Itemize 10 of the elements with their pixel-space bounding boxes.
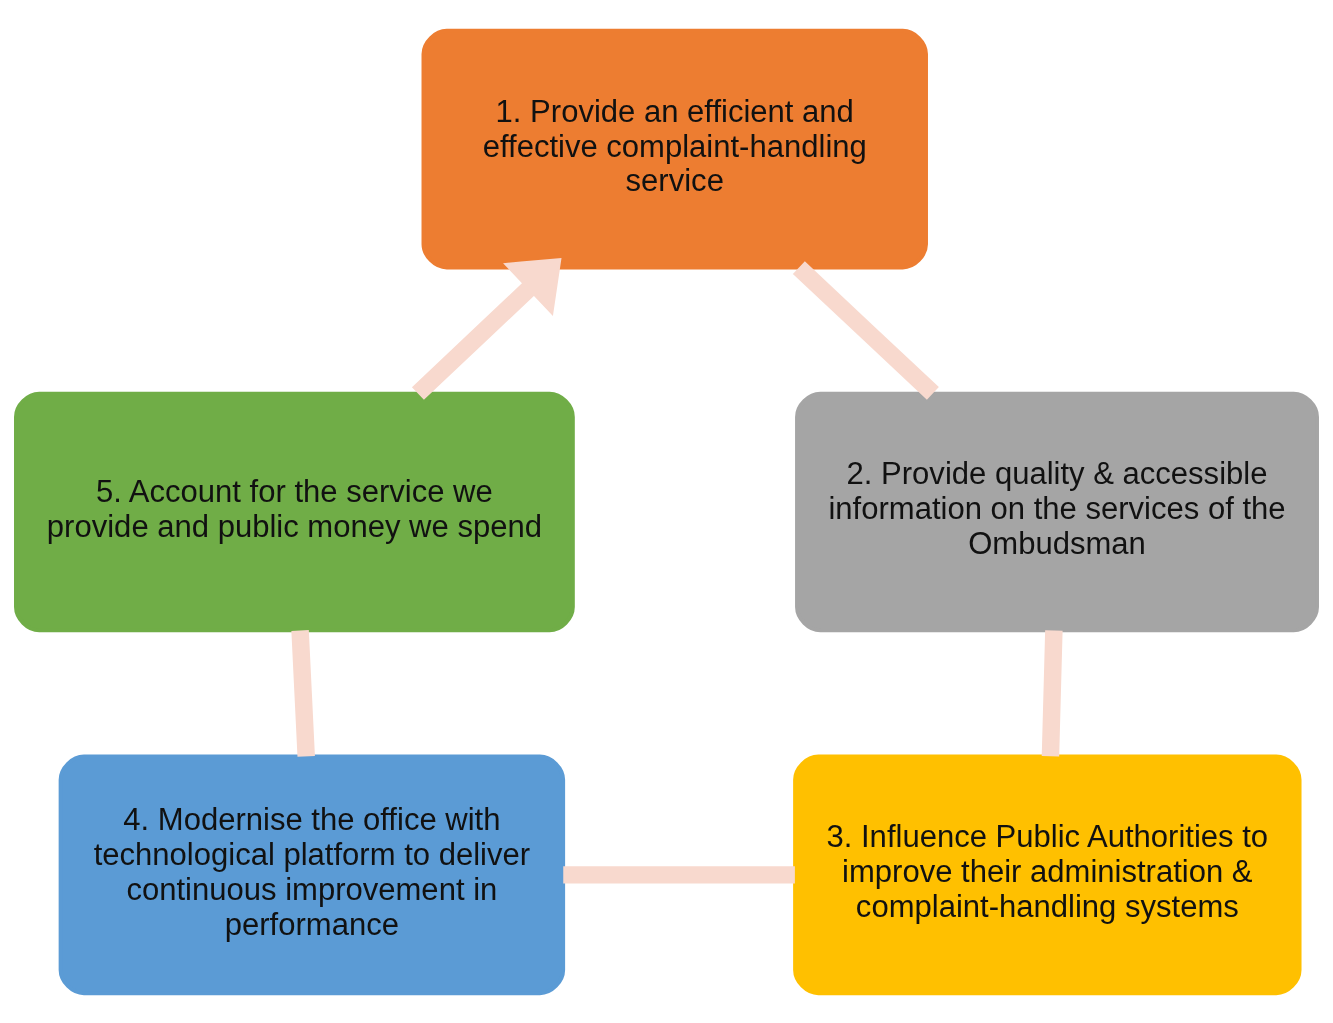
arrow bbox=[411, 257, 562, 400]
connector bbox=[1041, 629, 1063, 757]
node-box: 5. Account for the service we provide and public money we spend bbox=[14, 391, 575, 632]
connector bbox=[792, 260, 939, 400]
node-box: 4. Modernise the office with technological platform to deliver continuous improvement in performance bbox=[58, 754, 566, 995]
connector bbox=[563, 865, 795, 884]
node-box: 3. Influence Public Authorities to improve their administration & complaint-handling systems bbox=[793, 754, 1302, 995]
connector bbox=[291, 629, 315, 757]
node-box: 1. Provide an efficient and effective complaint-handling service bbox=[421, 28, 928, 269]
node-box: 2. Provide quality & accessible information on the services of the Ombudsman bbox=[795, 391, 1319, 632]
